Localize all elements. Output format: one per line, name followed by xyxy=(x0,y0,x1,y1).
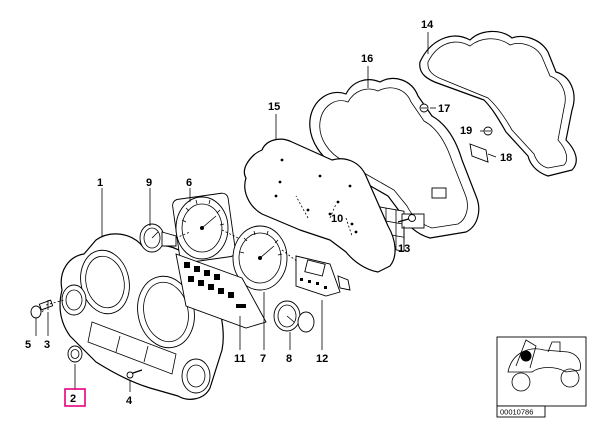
part-13-screw[interactable] xyxy=(397,214,416,223)
callout-9[interactable]: 9 xyxy=(146,177,152,189)
callout-7[interactable]: 7 xyxy=(260,353,266,365)
location-inset: 00010786 xyxy=(496,336,587,418)
callout-14[interactable]: 14 xyxy=(421,19,434,31)
part-12-display-module[interactable] xyxy=(295,255,351,297)
callout-8[interactable]: 8 xyxy=(286,353,292,365)
callout-15[interactable]: 15 xyxy=(268,101,280,113)
callout-18[interactable]: 18 xyxy=(500,152,512,164)
part-4-screw[interactable] xyxy=(126,369,143,379)
callout-12[interactable]: 12 xyxy=(316,353,328,365)
part-6-tachometer-dial[interactable] xyxy=(172,192,236,264)
callout-2[interactable]: 2 xyxy=(70,393,76,405)
callout-16[interactable]: 16 xyxy=(361,53,373,65)
callout-6[interactable]: 6 xyxy=(186,177,192,189)
callout-labels: 1 2 3 4 5 6 7 8 9 10 11 12 13 14 15 16 1… xyxy=(25,19,512,407)
part-5-grommet[interactable] xyxy=(30,305,42,319)
part-19-screw[interactable] xyxy=(483,126,493,136)
callout-11[interactable]: 11 xyxy=(234,353,246,365)
part-14-seal[interactable] xyxy=(419,30,577,177)
inset-code: 00010786 xyxy=(500,408,533,417)
callout-4[interactable]: 4 xyxy=(126,395,133,407)
part-18-clip[interactable] xyxy=(469,143,489,163)
leader-lines xyxy=(35,32,497,392)
part-11-indicator-panel[interactable] xyxy=(175,253,267,329)
callout-19[interactable]: 19 xyxy=(460,125,472,137)
highlight-box-part-2 xyxy=(64,388,86,407)
part-2-ring[interactable] xyxy=(67,345,83,363)
part-17-screw[interactable] xyxy=(419,103,429,113)
callout-10[interactable]: 10 xyxy=(331,213,343,225)
part-8-small-gauge[interactable] xyxy=(273,300,315,333)
part-15-circuit-foil[interactable] xyxy=(243,138,396,273)
callout-1[interactable]: 1 xyxy=(97,177,103,189)
callout-17[interactable]: 17 xyxy=(438,103,450,115)
part-9-small-gauge[interactable] xyxy=(139,223,177,253)
callout-5[interactable]: 5 xyxy=(25,339,31,351)
part-7-speedometer-dial[interactable] xyxy=(232,225,288,291)
motorcycle-icon xyxy=(507,339,581,392)
callout-3[interactable]: 3 xyxy=(44,339,50,351)
callout-13[interactable]: 13 xyxy=(398,243,410,255)
